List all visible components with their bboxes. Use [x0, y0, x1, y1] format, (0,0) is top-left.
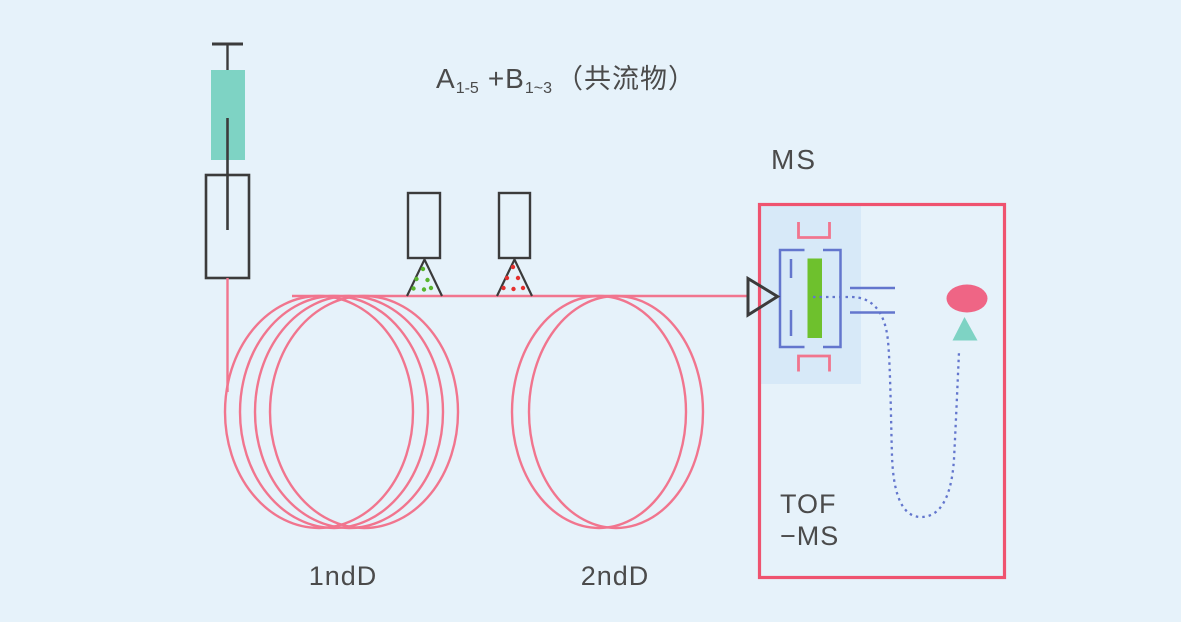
detector-arrow-icon	[952, 317, 978, 341]
coil-loop	[268, 294, 460, 530]
detector-spot-icon	[946, 284, 988, 313]
coil-loop	[238, 294, 430, 530]
ion-source-icon	[778, 222, 895, 372]
sample-plate-green-bar	[807, 258, 822, 338]
source-bottom-bracket	[797, 354, 831, 372]
coil-first-dimension-icon	[223, 294, 460, 530]
title-sub-a: 1-5	[455, 80, 479, 97]
first-dimension-label: 1ndD	[308, 561, 378, 591]
tof-ms-label: TOF −MS	[780, 488, 839, 552]
ion-beam-path-icon	[813, 295, 961, 519]
coil-second-dimension-icon	[510, 294, 705, 530]
title-term-b: +B	[487, 63, 525, 94]
diagram-title: A1-5 +B1~3（共流物）	[436, 57, 696, 97]
spray-droplets-red	[501, 264, 526, 292]
title-term-a: A	[436, 63, 456, 94]
title-coeluate: （共流物）	[555, 64, 696, 94]
injector-pink-body	[497, 191, 532, 260]
coil-loop	[253, 294, 445, 530]
tof-ms-line2: −MS	[780, 521, 840, 551]
title-sub-b: 1~3	[524, 80, 552, 97]
flow-arrow-icon	[746, 275, 781, 318]
electrode-bracket-left	[778, 248, 805, 349]
coil-loop	[223, 294, 415, 530]
injector-pink-icon	[496, 191, 533, 297]
source-top-bracket	[797, 222, 831, 239]
ms-chamber-box	[757, 202, 1007, 580]
second-dimension-label: 2ndD	[580, 561, 650, 591]
ms-label: MS	[771, 144, 817, 175]
injector-teal-icon	[406, 191, 443, 297]
spray-cone-green-icon	[406, 256, 443, 297]
ms-chamber-border	[757, 202, 1007, 580]
spray-droplets-green	[411, 266, 434, 292]
syringe-icon	[204, 42, 251, 392]
spray-cone-red-icon	[496, 256, 533, 297]
coil-loop	[527, 294, 705, 530]
electrode-bracket-right	[823, 248, 842, 349]
coil-loop	[510, 294, 688, 530]
injector-teal-body	[406, 191, 442, 260]
tof-ms-line1: TOF	[780, 489, 837, 519]
